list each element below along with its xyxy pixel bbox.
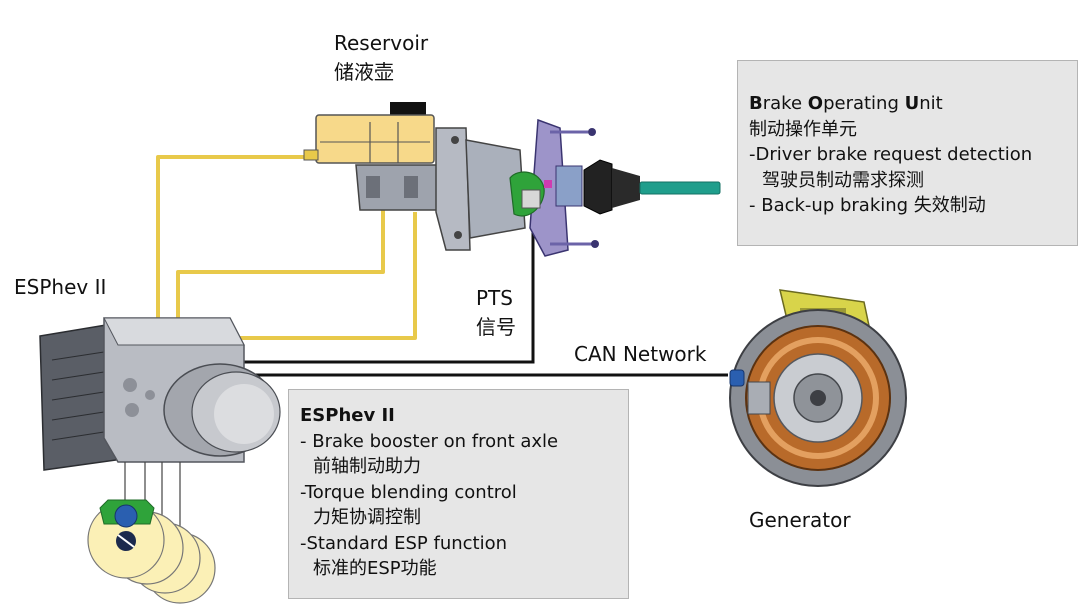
bou-title-part: nit (919, 93, 943, 114)
reservoir (303, 102, 435, 164)
esp-unit (39, 317, 281, 552)
wheel-brakes (87, 499, 216, 604)
bou-title-part: perating (823, 93, 905, 114)
bou-title-part: B (749, 93, 763, 114)
esp-box-title: ESPhev II (300, 405, 395, 426)
pts-label-en: PTS (476, 286, 513, 310)
can-network-label: CAN Network (574, 342, 707, 366)
hydraulic-line-1 (156, 155, 308, 330)
bou-title: Brake Operating Unit (749, 91, 1077, 117)
esp-box-line: 前轴制动助力 (313, 456, 421, 477)
generator (729, 289, 907, 487)
master-cylinder (355, 127, 526, 251)
esp-box-line: 标准的ESP功能 (313, 558, 437, 579)
generator-label: Generator (749, 508, 851, 532)
bou-title-part: O (807, 93, 824, 114)
bou-title-part: U (904, 93, 920, 114)
esphev-label: ESPhev II (14, 275, 107, 299)
brake-operating-unit (509, 118, 721, 257)
bou-line: 驾驶员制动需求探测 (762, 169, 924, 191)
bou-line: 制动操作单元 (749, 118, 857, 140)
hydraulic-line-2 (176, 208, 385, 352)
esp-box-line: -Torque blending control (300, 481, 517, 503)
bou-title-part: rake (762, 93, 808, 114)
hydraulic-line-3 (220, 212, 417, 347)
bou-line: - Back-up braking 失效制动 (749, 195, 986, 216)
signal-lines (240, 215, 728, 377)
bou-line: -Driver brake request detection (749, 144, 1033, 165)
pts-label-cn: 信号 (476, 315, 516, 339)
esp-box-line: -Standard ESP function (300, 532, 508, 554)
brake-operating-unit-box: Brake Operating Unit 制动操作单元 -Driver brak… (737, 60, 1078, 246)
esp-box-line: 力矩协调控制 (313, 507, 421, 528)
esphev-info-box: ESPhev II - Brake booster on front axle … (288, 389, 629, 599)
reservoir-label-en: Reservoir (334, 31, 429, 55)
reservoir-label-cn: 储液壶 (334, 60, 394, 84)
esp-box-line: - Brake booster on front axle (300, 430, 559, 452)
pts-signal-line (240, 215, 535, 364)
